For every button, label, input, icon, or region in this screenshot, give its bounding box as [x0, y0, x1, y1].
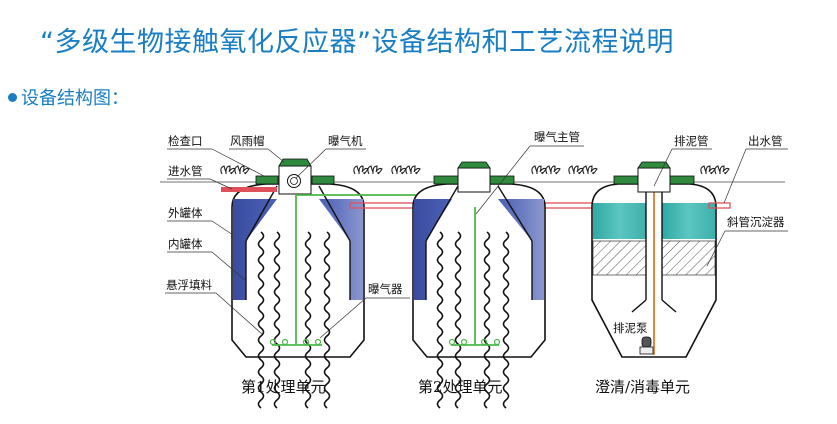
- rain-cap-icon: [278, 158, 312, 167]
- callouts: 检查口 风雨帽 曝气机 进水管 外罐体 内罐体 悬浮填料 曝气器 曝气主管 排泥…: [165, 130, 788, 339]
- outer-water-right: [319, 199, 363, 300]
- bullet-icon: [8, 92, 17, 102]
- section-label: 设备结构图：: [21, 88, 129, 109]
- label-inlet-pipe: 进水管: [168, 164, 203, 178]
- section-heading: 设备结构图：: [8, 84, 129, 110]
- tank-unit-3: [591, 161, 731, 358]
- label-sludge-pump: 排泥泵: [613, 321, 648, 335]
- label-outer-tank: 外罐体: [168, 206, 203, 220]
- blower-icon: [287, 174, 301, 188]
- label-diffuser: 曝气器: [368, 282, 403, 296]
- outer-water-left: [233, 199, 277, 300]
- label-outlet-pipe: 出水管: [748, 134, 783, 148]
- label-inner-tank: 内罐体: [168, 237, 203, 251]
- inlet-pipe: [221, 187, 277, 192]
- page-title: “多级生物接触氧化反应器”设备结构和工艺流程说明: [40, 27, 674, 58]
- caption-unit-1: 第1处理单元: [241, 378, 326, 396]
- label-main-air-pipe: 曝气主管: [534, 130, 580, 144]
- label-rain-cap: 风雨帽: [230, 134, 265, 148]
- tank-unit-2: [412, 161, 546, 409]
- caption-unit-2: 第2处理单元: [418, 378, 503, 396]
- inclined-tube-settler: [592, 240, 647, 276]
- sludge-pump-icon: [639, 336, 654, 355]
- clear-water-left: [593, 203, 646, 239]
- caption-unit-3: 澄清/消毒单元: [595, 378, 690, 396]
- inspection-port-icon: [255, 175, 279, 185]
- outlet-pipe: [708, 202, 731, 209]
- label-sludge-pipe: 排泥管: [674, 134, 709, 148]
- outer-tank-body: [231, 183, 365, 358]
- label-aerator-blower: 曝气机: [328, 134, 363, 148]
- label-inclined-tube-settler: 斜管沉淀器: [727, 215, 785, 229]
- tank-unit-1: [221, 158, 365, 409]
- clear-water-right: [662, 203, 715, 239]
- label-inspection-port: 检查口: [168, 134, 203, 148]
- label-suspended-filler: 悬浮填料: [166, 278, 212, 292]
